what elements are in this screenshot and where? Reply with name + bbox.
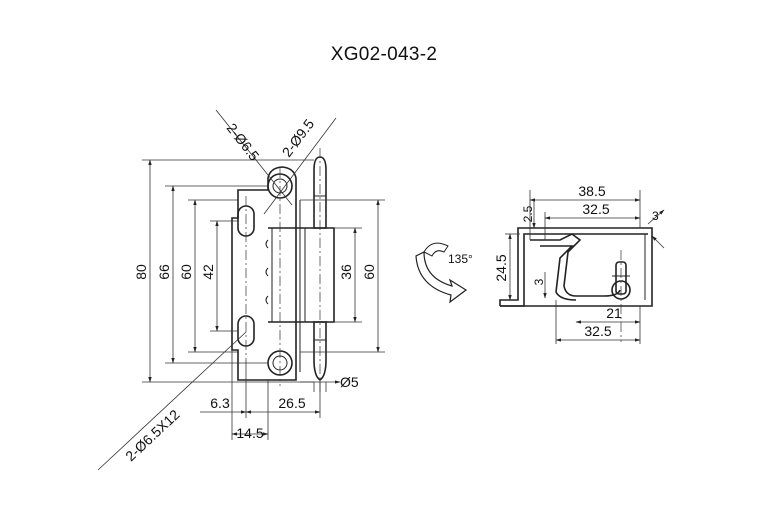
dim-26-5: 26.5 (278, 395, 305, 411)
leader-slots (97, 331, 247, 471)
left-leaf-plate (231, 166, 297, 381)
dim-24-5: 24.5 (493, 254, 509, 281)
front-view: 80 66 60 42 36 60 2-Ø6.5 2-Ø9.5 2-Ø6.5X1… (97, 109, 385, 471)
leader-holes (215, 109, 293, 206)
slots-label: 2-Ø6.5X12 (122, 406, 183, 464)
holes-label: 2-Ø6.5 (224, 120, 263, 164)
pin-diameter-label: Ø5 (340, 374, 359, 390)
dim-6-3: 6.3 (210, 395, 230, 411)
dim-2-5: 2.5 (521, 205, 535, 222)
dim-42: 42 (200, 264, 216, 280)
side-view: 38.5 32.5 2.5 3 24.5 3 21 32.5 (493, 183, 665, 344)
dim-32-5-bottom: 32.5 (584, 323, 611, 339)
dim-60-right: 60 (361, 264, 377, 280)
leader-countersink (263, 117, 337, 215)
rotation-arrow: 135° (415, 242, 473, 304)
countersink-label: 2-Ø9.5 (279, 116, 318, 160)
knuckle (268, 227, 335, 323)
dim-14-5: 14.5 (236, 425, 263, 441)
drawing-title: XG02-043-2 (330, 44, 438, 65)
dim-3-right: 3 (652, 209, 659, 223)
dim-38-5: 38.5 (578, 183, 605, 199)
hinge-pin (313, 156, 327, 229)
dim-80: 80 (133, 264, 149, 280)
dim-21: 21 (606, 305, 622, 321)
dim-3-left: 3 (532, 278, 546, 285)
dim-36: 36 (338, 264, 354, 280)
rotation-label: 135° (448, 252, 473, 266)
dim-32-5-top: 32.5 (582, 201, 609, 217)
dim-66: 66 (156, 264, 172, 280)
dim-60-left: 60 (178, 264, 194, 280)
